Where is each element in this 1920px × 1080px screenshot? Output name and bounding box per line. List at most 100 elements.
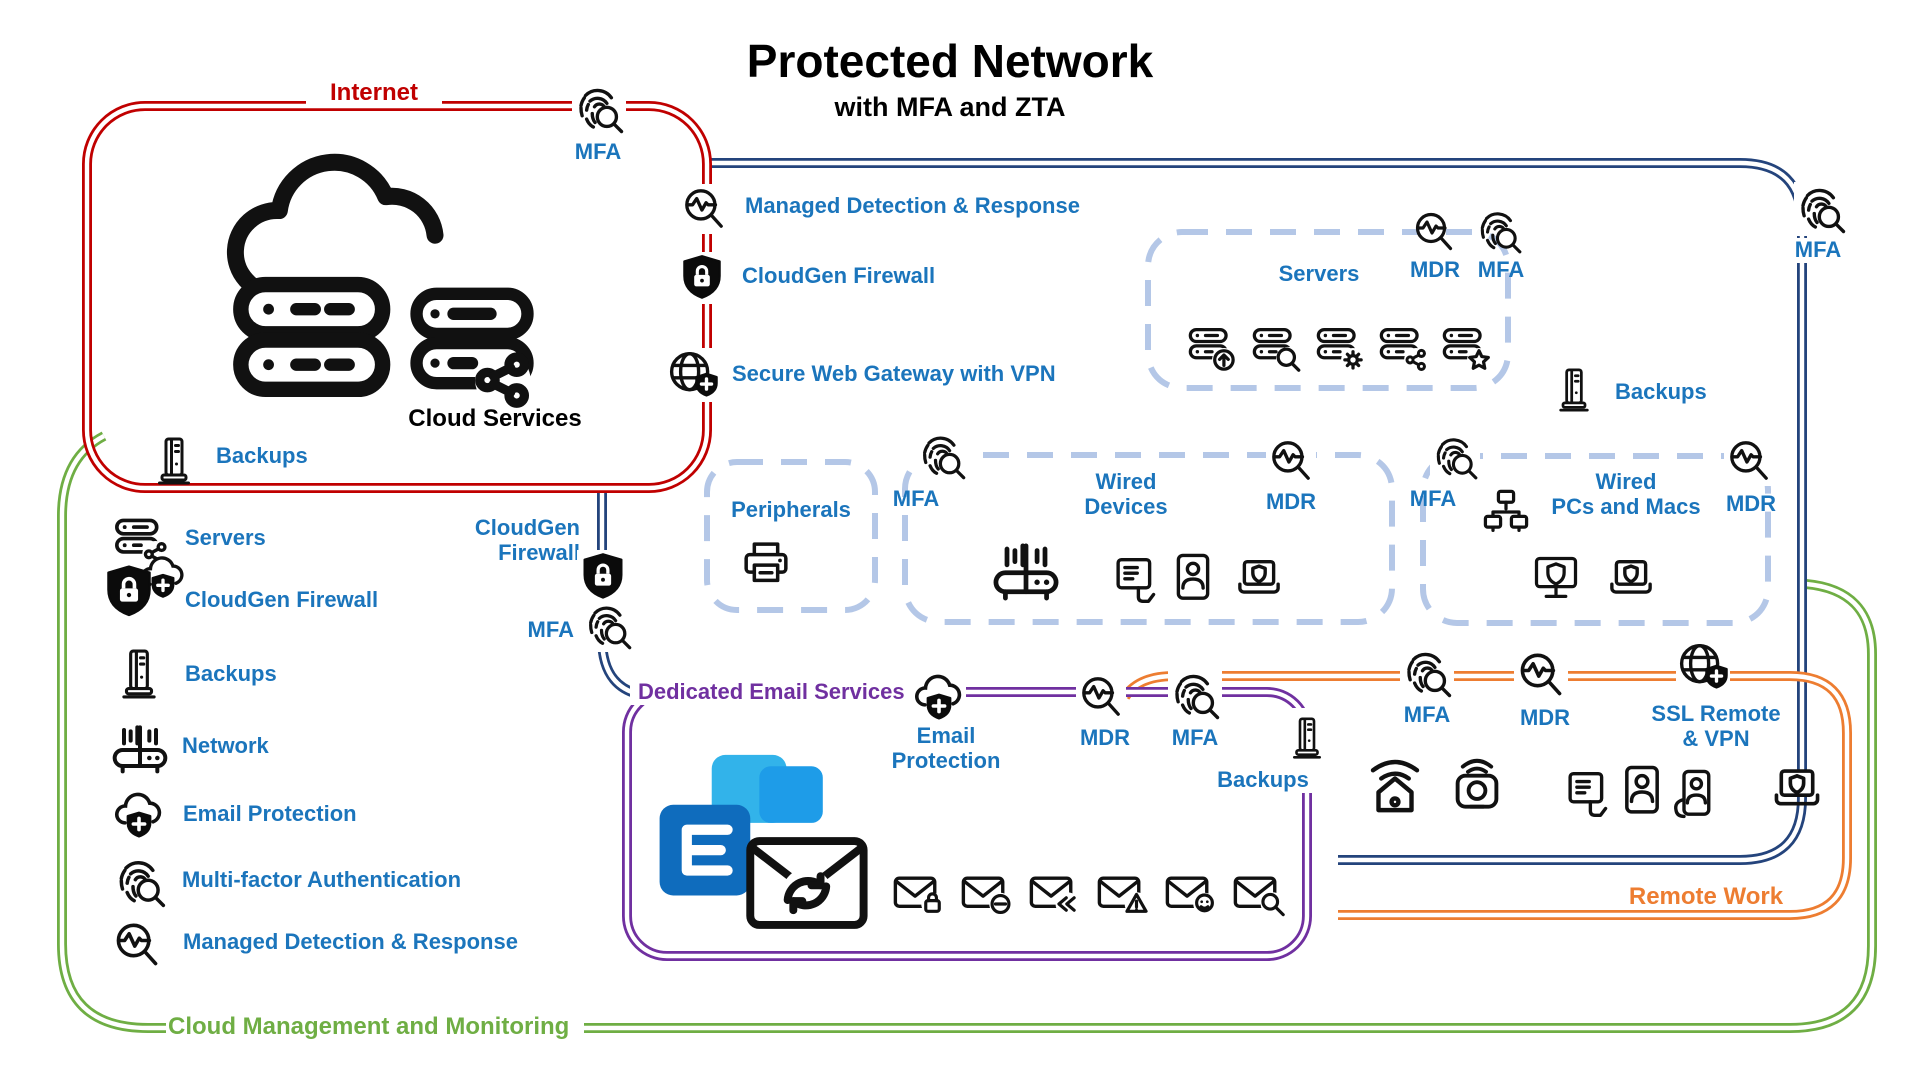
threat-email-icon xyxy=(1164,868,1218,922)
mfa-icon xyxy=(112,854,168,910)
cloudgen-firewall-icon xyxy=(100,562,158,622)
tablet-user-icon xyxy=(1166,552,1220,606)
secure-email-icon xyxy=(892,868,946,922)
laptop-shield-icon xyxy=(1768,764,1826,824)
mdr-icon xyxy=(679,184,729,234)
mfa-icon xyxy=(1430,432,1480,482)
server-share-icon xyxy=(1377,322,1429,374)
remote-zone-border xyxy=(1120,671,1852,920)
wired-pcs-box-border xyxy=(1420,453,1771,626)
backups-icon xyxy=(1552,360,1596,420)
mdr-label: MDR xyxy=(1079,725,1131,750)
legend-item-label: CloudGen Firewall xyxy=(185,587,379,612)
peripherals-box-border xyxy=(704,459,878,613)
cloudgen-firewall-label: CloudGen Firewall xyxy=(742,263,936,288)
servers-box-border xyxy=(1145,229,1511,391)
warning-email-icon xyxy=(1096,868,1150,922)
secure-web-gateway-label: Secure Web Gateway with VPN xyxy=(732,361,1056,386)
mdr-icon xyxy=(1410,208,1458,256)
laptop-shield-icon xyxy=(1232,556,1286,610)
legend-item-label: Servers xyxy=(185,525,266,550)
mdr-label: MDR xyxy=(1265,489,1317,514)
backups-label: Backups xyxy=(216,443,308,468)
server-star-icon xyxy=(1440,322,1492,374)
mdr-icon xyxy=(1724,436,1774,486)
firewall-shield-icon xyxy=(677,252,727,304)
mdr-full-label: Managed Detection & Response xyxy=(745,193,1080,218)
mdr-icon xyxy=(110,918,164,972)
network-topology-icon xyxy=(1480,486,1532,538)
wired-pcs-box-title: Wired PCs and Macs xyxy=(1551,469,1701,519)
wired-devices-box-title: Wired Devices xyxy=(1084,469,1168,519)
page-title: Protected Network xyxy=(746,35,1154,87)
mfa-icon xyxy=(1474,206,1524,256)
email-zone-border xyxy=(622,687,1312,961)
secure-web-gateway-icon xyxy=(666,348,720,402)
exchange-logo xyxy=(646,752,884,946)
wireless-router-icon xyxy=(986,530,1066,606)
email-zone-title: Dedicated Email Services xyxy=(630,679,913,705)
email-protection-label: Email Protection xyxy=(875,723,1017,774)
backups-icon xyxy=(114,640,164,708)
ssl-vpn-icon xyxy=(1676,640,1730,694)
cloud-services-icon xyxy=(178,152,578,414)
mfa-icon xyxy=(1794,182,1848,236)
mfa-icon xyxy=(1400,646,1454,700)
firewall-shield-icon xyxy=(577,550,629,604)
wired-devices-box-border xyxy=(902,452,1395,625)
legend-item-label: Email Protection xyxy=(183,801,357,826)
search-email-icon xyxy=(1232,868,1286,922)
tablet-user-icon xyxy=(1614,762,1670,822)
server-search-icon xyxy=(1250,322,1302,374)
legend-item-label: Multi-factor Authentication xyxy=(182,867,462,892)
network-icon xyxy=(108,714,172,778)
home-wifi-icon xyxy=(1362,748,1428,820)
mfa-icon xyxy=(582,600,634,652)
returned-email-icon xyxy=(1028,868,1082,922)
servers-box-title: Servers xyxy=(1278,261,1360,286)
mfa-label: MFA xyxy=(1772,237,1864,263)
webcam-icon xyxy=(1446,752,1508,820)
mdr-label: MDR xyxy=(1725,491,1777,516)
peripherals-box-title: Peripherals xyxy=(731,497,851,522)
mfa-icon xyxy=(572,82,626,136)
remote-zone-title: Remote Work xyxy=(1628,883,1784,910)
mfa-icon xyxy=(1168,668,1222,722)
blocked-email-icon xyxy=(960,868,1014,922)
mfa-label: MFA xyxy=(1171,725,1219,750)
mfa-label: MFA xyxy=(892,486,940,511)
mfa-label: MFA xyxy=(1477,257,1525,282)
internet-zone-title: Internet xyxy=(306,79,442,107)
mdr-label: MDR xyxy=(1519,705,1571,730)
printer-icon xyxy=(738,536,794,592)
legend-item-label: Network xyxy=(182,733,269,758)
mdr-icon xyxy=(1266,436,1316,486)
legend-item-label: Managed Detection & Response xyxy=(183,929,518,954)
backups-icon xyxy=(1286,708,1328,768)
mfa-label: MFA xyxy=(1409,486,1457,511)
payment-terminal-icon xyxy=(1108,554,1162,608)
email-protection-icon xyxy=(912,670,966,724)
mobile-user-icon xyxy=(1666,766,1720,824)
page-subtitle: with MFA and ZTA xyxy=(834,92,1066,122)
mfa-label: MFA xyxy=(527,617,574,642)
server-settings-icon xyxy=(1314,322,1366,374)
laptop-shield-icon xyxy=(1604,556,1658,610)
ssl-vpn-label: SSL Remote & VPN xyxy=(1651,701,1781,751)
backups-label: Backups xyxy=(1190,767,1336,793)
server-upload-icon xyxy=(1186,322,1238,374)
backups-label: Backups xyxy=(1615,379,1707,404)
desktop-shield-icon xyxy=(1530,552,1582,604)
mdr-icon xyxy=(1514,648,1568,702)
mfa-label: MFA xyxy=(574,139,622,164)
mdr-icon xyxy=(1076,672,1126,722)
management-zone-border xyxy=(57,431,1877,1033)
management-zone-title: Cloud Management and Monitoring xyxy=(168,1013,570,1040)
email-protection-icon xyxy=(112,788,166,842)
mfa-icon xyxy=(916,430,968,482)
backups-icon xyxy=(150,428,198,494)
legend-item-label: Backups xyxy=(185,661,277,686)
mdr-label: MDR xyxy=(1409,257,1461,282)
